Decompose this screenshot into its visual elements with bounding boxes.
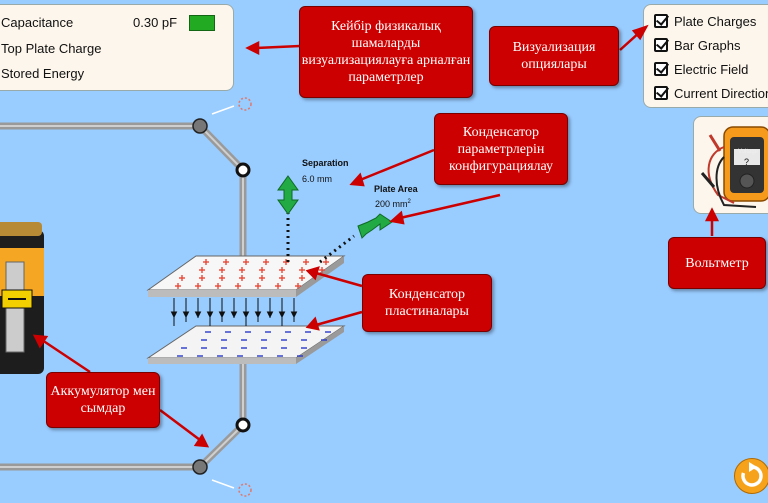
voltmeter-title: Voltage <box>738 149 759 155</box>
reset-button[interactable] <box>734 458 768 494</box>
capacitance-meter-swatch <box>189 15 215 31</box>
reset-icon <box>741 462 763 487</box>
wire-joint[interactable] <box>235 162 251 178</box>
option-bar-graphs[interactable]: Bar Graphs <box>654 35 740 55</box>
option-label: Bar Graphs <box>674 37 741 53</box>
option-label: Current Direction <box>674 85 768 101</box>
plate-area-value: 200 mm2 <box>375 199 411 209</box>
top-plate <box>146 255 346 297</box>
top-plate-charge-label: Top Plate Charge <box>1 41 102 56</box>
callout-battery: Аккумулятор мен сымдар <box>46 372 160 428</box>
plate-area-label: Plate Area <box>374 184 418 194</box>
callout-visual-options: Визуализация опциялары <box>489 26 619 86</box>
capacitance-value: 0.30 pF <box>133 15 178 30</box>
voltmeter-toolbox[interactable]: Voltage ? <box>693 116 768 214</box>
wire-handle[interactable] <box>192 118 208 134</box>
measurement-panel: Capacitance 0.30 pF Top Plate Charge Sto… <box>0 4 234 91</box>
option-electric-field[interactable]: Electric Field <box>654 59 748 79</box>
wire-handle[interactable] <box>192 459 208 475</box>
stored-energy-label: Stored Energy <box>1 66 85 81</box>
capacitance-label: Capacitance <box>1 15 74 30</box>
separation-value: 6.0 mm <box>302 174 333 184</box>
callout-parameters: Кейбір физикалық шамаларды визуализациял… <box>299 6 473 98</box>
checkbox-plate-charges[interactable] <box>654 14 668 28</box>
electric-field-lines <box>170 298 298 326</box>
option-label: Electric Field <box>674 61 749 77</box>
checkbox-bar-graphs[interactable] <box>654 38 668 52</box>
checkbox-electric-field[interactable] <box>654 62 668 76</box>
voltmeter-icon[interactable] <box>694 117 768 213</box>
view-options-panel: Plate Charges Bar Graphs Electric Field … <box>643 4 768 108</box>
option-current-direction[interactable]: Current Direction <box>654 83 768 103</box>
separation-arrow[interactable] <box>277 175 299 215</box>
callout-plates: Конденсатор пластиналары <box>362 274 492 332</box>
voltmeter-reading: ? <box>744 157 750 167</box>
callout-capacitor-config: Конденсатор параметрлерін конфигурацияла… <box>434 113 568 185</box>
separation-label: Separation <box>302 158 349 168</box>
checkbox-current-direction[interactable] <box>654 86 668 100</box>
callout-voltmeter: Вольтметр <box>668 237 766 289</box>
bottom-plate <box>146 325 346 364</box>
battery[interactable] <box>0 222 44 374</box>
option-plate-charges[interactable]: Plate Charges <box>654 11 756 31</box>
wire-joint[interactable] <box>235 417 251 433</box>
plate-area-arrow[interactable] <box>357 213 393 239</box>
option-label: Plate Charges <box>674 13 757 29</box>
